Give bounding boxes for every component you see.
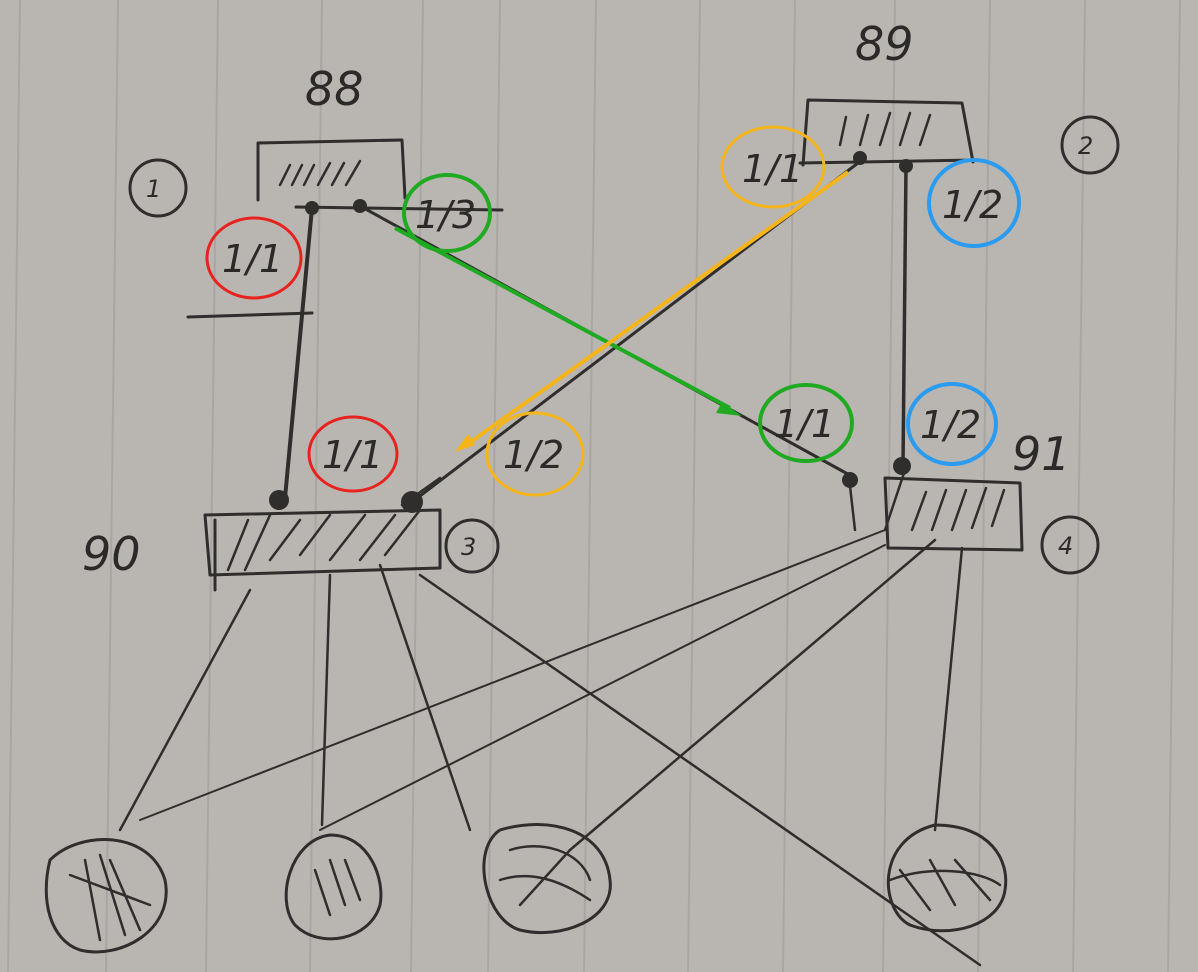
switch-91-index: 4 [1040, 515, 1100, 575]
port-label-sw90-up: 1/1 [307, 415, 399, 493]
port-label-sw89-down-text: 1/2 [942, 183, 1003, 227]
switch-91-index-text: 4 [1058, 532, 1073, 560]
switch-90-number: 90 [82, 527, 141, 581]
port-label-sw88-cross: 1/3 [402, 173, 492, 253]
endpoint-4 [886, 823, 1008, 933]
switch-89 [798, 98, 977, 173]
port-label-sw89-cross-text: 1/1 [742, 147, 803, 191]
endpoint-2 [284, 833, 383, 941]
switch-91-number: 91 [1012, 427, 1071, 481]
switch-88-index-text: 1 [146, 175, 161, 203]
port-label-sw90-cross: 1/2 [485, 411, 585, 497]
endpoint-1 [44, 838, 168, 954]
port-label-sw91-up: 1/2 [906, 382, 998, 466]
port-label-sw89-down: 1/2 [927, 158, 1021, 248]
switch-88-index: 1 [128, 158, 188, 218]
link-89-91 [901, 164, 908, 467]
switch-90 [203, 490, 442, 592]
switch-89-index: 2 [1060, 115, 1120, 175]
port-label-sw90-cross-text: 1/2 [503, 433, 564, 477]
port-label-sw91-cross-text: 1/1 [774, 402, 835, 446]
port-label-sw88-cross-text: 1/3 [415, 193, 476, 237]
port-label-sw91-up-text: 1/2 [920, 403, 981, 447]
switch-90-index-text: 3 [461, 533, 476, 561]
port-label-sw88-down: 1/1 [205, 216, 303, 300]
paper-lines [7, 0, 1181, 972]
link-88-90 [283, 206, 314, 500]
switch-90-index: 3 [444, 518, 500, 574]
switch-89-number: 89 [855, 17, 914, 71]
port-label-sw90-up-text: 1/1 [322, 433, 383, 477]
port-label-sw89-cross: 1/1 [720, 125, 826, 209]
port-label-sw88-down-text: 1/1 [222, 237, 283, 281]
switch-88-number: 88 [305, 62, 364, 116]
green-arrow [394, 226, 742, 416]
port-label-sw91-cross: 1/1 [758, 383, 854, 463]
switch-89-index-text: 2 [1078, 132, 1093, 160]
endpoint-3 [482, 822, 612, 935]
orange-arrow [455, 170, 850, 452]
